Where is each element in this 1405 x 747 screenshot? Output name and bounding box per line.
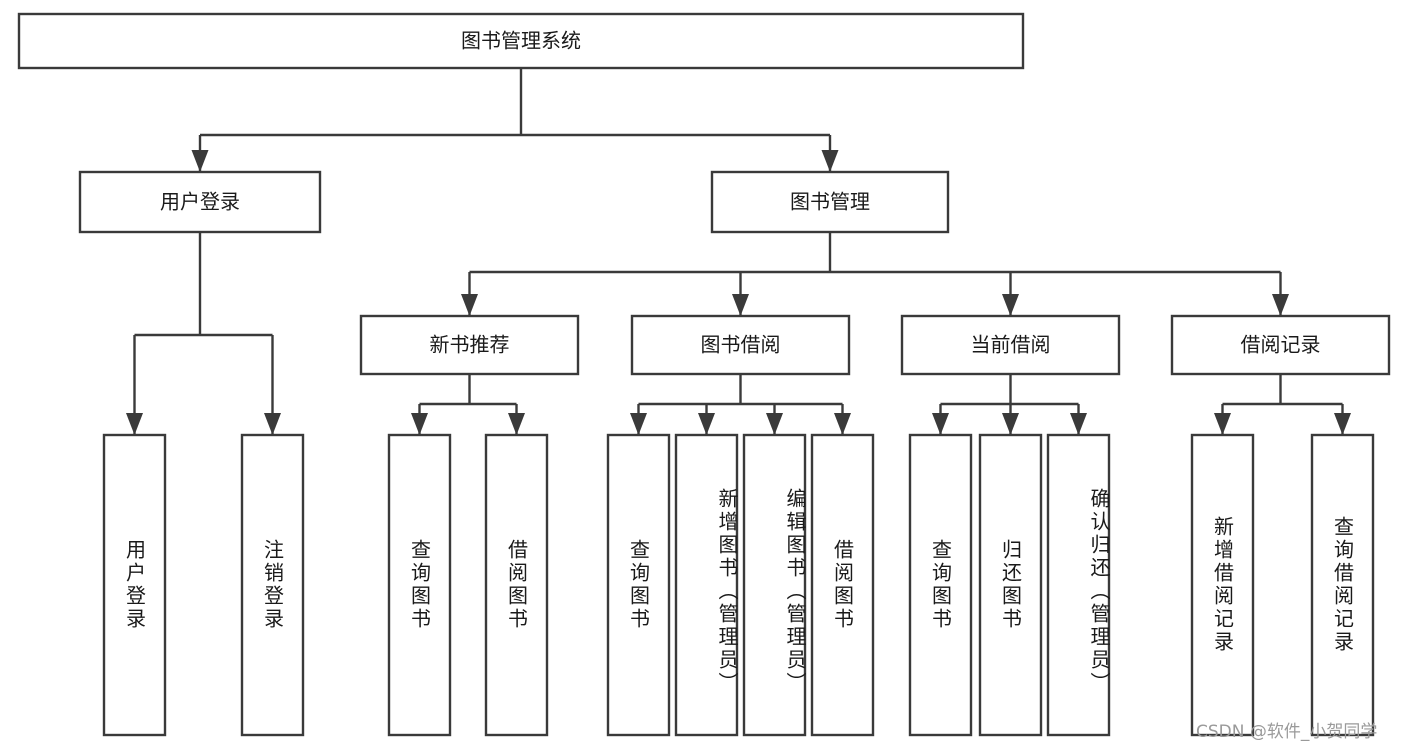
leaf-label-leaf-add-book-admin: 新增图书（管理员） bbox=[715, 487, 739, 695]
node-box-root[interactable] bbox=[17, 12, 1025, 70]
node-box-leaf-edit-book-admin[interactable] bbox=[742, 433, 807, 737]
arrow-to-leaf-return-book bbox=[1002, 413, 1019, 435]
node-box-leaf-user-logout[interactable] bbox=[240, 433, 305, 737]
arrow-to-leaf-query-book-1 bbox=[411, 413, 428, 435]
node-box-book-borrow[interactable] bbox=[630, 314, 851, 376]
arrow-to-current-borrow bbox=[1002, 294, 1019, 316]
node-box-leaf-borrow-book-2[interactable] bbox=[810, 433, 875, 737]
node-box-leaf-borrow-book-1[interactable] bbox=[484, 433, 549, 737]
arrow-to-leaf-query-book-3 bbox=[932, 413, 949, 435]
leaf-label-leaf-query-book-3: 查询图书 bbox=[928, 539, 953, 631]
arrow-to-leaf-query-borrow-record bbox=[1334, 413, 1351, 435]
arrow-to-leaf-user-login bbox=[126, 413, 143, 435]
arrow-to-leaf-edit-book-admin bbox=[766, 413, 783, 435]
connector-lines bbox=[126, 68, 1351, 435]
arrow-to-user-login bbox=[191, 150, 209, 172]
node-box-leaf-add-book-admin[interactable] bbox=[674, 433, 739, 737]
node-box-book-manage[interactable] bbox=[710, 170, 950, 234]
arrow-to-leaf-add-book-admin bbox=[698, 413, 715, 435]
leaf-label-leaf-return-book: 归还图书 bbox=[998, 539, 1023, 631]
arrow-to-book-manage bbox=[821, 150, 839, 172]
node-label-book-borrow: 图书借阅 bbox=[701, 333, 781, 357]
node-label-book-manage: 图书管理 bbox=[790, 190, 870, 214]
arrow-to-leaf-query-book-2 bbox=[630, 413, 647, 435]
leaf-label-leaf-query-book-2: 查询图书 bbox=[626, 539, 651, 631]
leaf-label-leaf-user-login: 用户登录 bbox=[122, 539, 147, 631]
node-box-leaf-return-book[interactable] bbox=[978, 433, 1043, 737]
leaf-label-leaf-query-book-1: 查询图书 bbox=[407, 539, 432, 631]
csdn-watermark: CSDN @软件_小贺同学 bbox=[1196, 722, 1378, 742]
arrow-to-leaf-confirm-return-admin bbox=[1070, 413, 1087, 435]
node-label-new-book-rec: 新书推荐 bbox=[430, 333, 510, 357]
node-boxes bbox=[17, 12, 1391, 737]
node-box-leaf-query-book-3[interactable] bbox=[908, 433, 973, 737]
node-label-borrow-record: 借阅记录 bbox=[1241, 333, 1321, 357]
node-box-leaf-query-book-1[interactable] bbox=[387, 433, 452, 737]
node-label-root: 图书管理系统 bbox=[461, 29, 581, 53]
node-label-user-login: 用户登录 bbox=[160, 190, 240, 214]
arrow-to-leaf-add-borrow-record bbox=[1214, 413, 1231, 435]
arrow-to-leaf-borrow-book-2 bbox=[834, 413, 851, 435]
node-box-leaf-user-login[interactable] bbox=[102, 433, 167, 737]
arrow-to-leaf-user-logout bbox=[264, 413, 281, 435]
node-box-user-login[interactable] bbox=[78, 170, 322, 234]
node-box-leaf-confirm-return-admin[interactable] bbox=[1046, 433, 1111, 737]
node-box-leaf-query-borrow-record[interactable] bbox=[1310, 433, 1375, 737]
node-box-leaf-query-book-2[interactable] bbox=[606, 433, 671, 737]
arrow-to-new-book-rec bbox=[461, 294, 478, 316]
node-label-current-borrow: 当前借阅 bbox=[971, 333, 1051, 357]
arrow-to-leaf-borrow-book-1 bbox=[508, 413, 525, 435]
node-box-new-book-rec[interactable] bbox=[359, 314, 580, 376]
leaf-label-leaf-confirm-return-admin: 确认归还（管理员） bbox=[1087, 487, 1111, 695]
arrow-to-borrow-record bbox=[1272, 294, 1289, 316]
leaf-label-leaf-query-borrow-record: 查询借阅记录 bbox=[1330, 516, 1355, 654]
leaf-label-leaf-edit-book-admin: 编辑图书（管理员） bbox=[783, 487, 807, 695]
node-box-current-borrow[interactable] bbox=[900, 314, 1121, 376]
node-box-borrow-record[interactable] bbox=[1170, 314, 1391, 376]
leaf-label-leaf-borrow-book-1: 借阅图书 bbox=[504, 539, 529, 631]
leaf-label-leaf-add-borrow-record: 新增借阅记录 bbox=[1210, 516, 1235, 654]
node-box-leaf-add-borrow-record[interactable] bbox=[1190, 433, 1255, 737]
arrow-to-book-borrow bbox=[732, 294, 749, 316]
leaf-label-leaf-user-logout: 注销登录 bbox=[260, 539, 285, 631]
leaf-label-leaf-borrow-book-2: 借阅图书 bbox=[830, 539, 855, 631]
